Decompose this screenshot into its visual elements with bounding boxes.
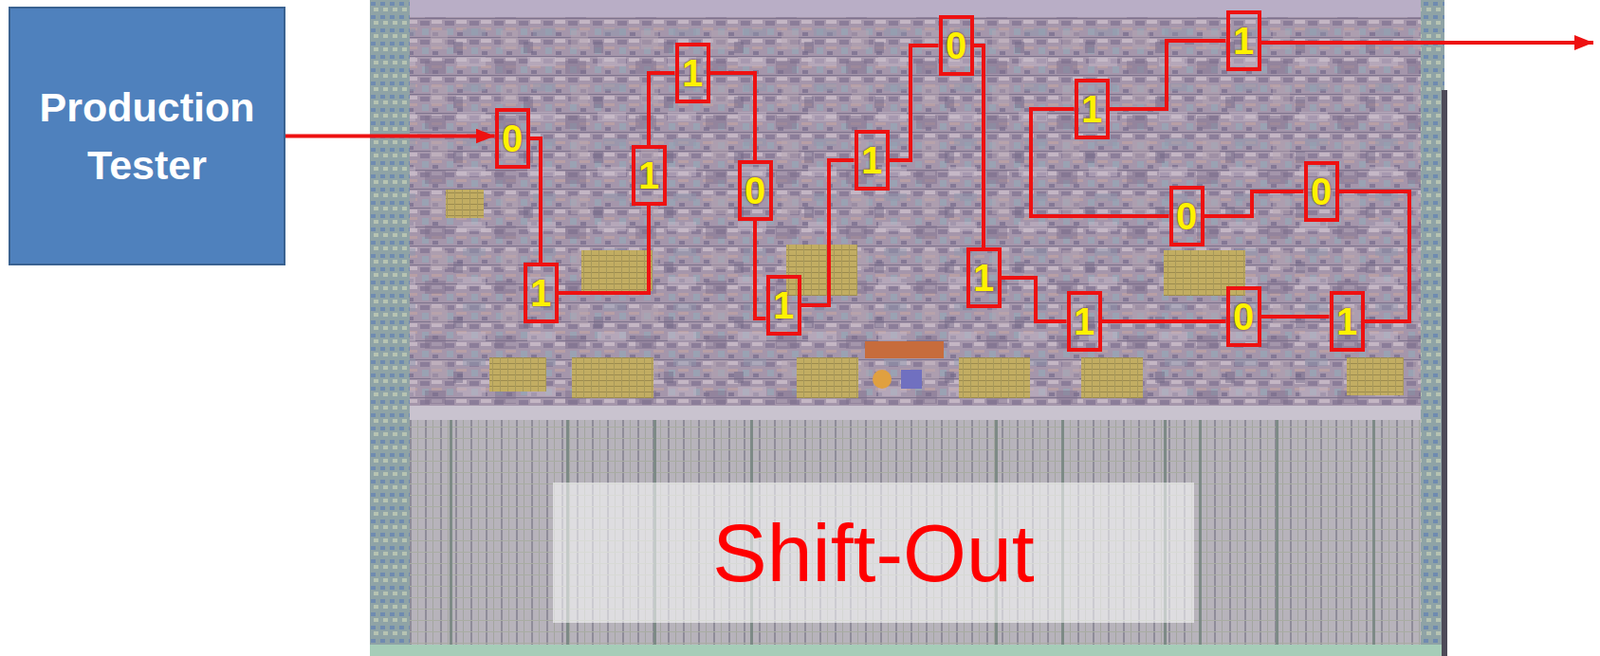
bit-value: 1: [530, 274, 552, 313]
scan-wire: [648, 73, 676, 146]
scan-wire: [1261, 314, 1330, 319]
die-top-edge: [369, 0, 1445, 18]
scan-wire: [558, 205, 650, 294]
scan-wire: [1001, 277, 1067, 322]
die-texture: [1081, 357, 1143, 399]
die-right-edge: [1441, 90, 1448, 656]
flip-flop-box: 1: [675, 42, 711, 104]
die-texture: [796, 357, 859, 399]
tester-box: Production Tester: [8, 6, 286, 266]
flip-flop-box: 1: [766, 275, 802, 336]
scan-wire: [974, 45, 985, 248]
die-bottom-edge: [369, 644, 1445, 656]
die-texture: [1346, 357, 1404, 396]
die-icon: [872, 369, 892, 389]
bit-value: 1: [638, 156, 660, 195]
scan-wire: [801, 160, 855, 306]
flip-flop-box: 1: [1226, 10, 1262, 72]
flip-flop-box: 1: [1329, 291, 1365, 352]
scan-wire: [530, 138, 542, 263]
bit-value: 1: [1232, 21, 1254, 60]
bit-value: 0: [1232, 297, 1254, 336]
die-texture: [449, 420, 453, 645]
die-texture: [1372, 420, 1376, 645]
flip-flop-box: 0: [1169, 185, 1205, 247]
box-label: Production Tester: [19, 78, 275, 193]
bit-value: 1: [1081, 90, 1103, 129]
die-logic: [369, 0, 1445, 656]
shift-label: Shift-Out: [712, 506, 1034, 601]
bit-value: 0: [945, 26, 967, 65]
flip-flop-box: 0: [737, 160, 773, 221]
die-marker: [864, 341, 944, 359]
die-cache: [409, 420, 1421, 645]
scan-wire: [710, 73, 756, 161]
die-icon: [901, 369, 922, 389]
flip-flop-box: 1: [523, 262, 559, 324]
scan-wire: [1102, 319, 1227, 324]
flip-flop-box: 1: [966, 247, 1002, 309]
bit-value: 0: [1176, 197, 1197, 236]
die-texture: [445, 189, 484, 219]
flip-flop-box: 1: [1066, 291, 1103, 352]
die-logic: [369, 0, 1445, 656]
die-io-strip: [369, 0, 410, 656]
die-column-lines: [449, 420, 1376, 645]
flip-flop-box: 0: [495, 108, 531, 169]
scan-wire: [1109, 40, 1227, 110]
die-texture: [581, 250, 653, 292]
die-texture: [958, 357, 1030, 399]
die-texture: [489, 357, 547, 392]
flip-flop-box: 0: [1226, 286, 1262, 348]
die-texture: [571, 357, 654, 399]
bit-value: 1: [973, 258, 994, 297]
die-texture: [786, 244, 858, 296]
flip-flop-box: 1: [1074, 78, 1110, 140]
bit-value: 0: [744, 171, 766, 210]
scan-wire: [1204, 191, 1305, 217]
bit-value: 0: [1310, 172, 1332, 211]
bit-value: 1: [861, 141, 883, 180]
die-texture: [1198, 420, 1202, 645]
die-texture: [1275, 420, 1279, 645]
die-io-strip: [1420, 0, 1445, 656]
flip-flop-box: 1: [854, 129, 890, 191]
memory-block: [445, 189, 1404, 399]
bit-value: 1: [1073, 302, 1095, 341]
scan-wire: [285, 134, 496, 139]
scan-wire: [754, 220, 767, 319]
flip-flop-box: 0: [938, 15, 975, 76]
flip-flop-box: 0: [1304, 161, 1340, 222]
bit-value: 0: [501, 119, 523, 158]
flip-flop-box: 1: [631, 145, 667, 206]
scan-wire: [889, 45, 939, 161]
scan-out-arrow: [1260, 40, 1594, 45]
caption-patch: Shift-Out: [552, 482, 1195, 624]
bit-value: 1: [681, 54, 703, 92]
die-band: [409, 405, 1421, 421]
bit-value: 1: [1336, 302, 1358, 341]
bit-value: 1: [772, 286, 794, 325]
